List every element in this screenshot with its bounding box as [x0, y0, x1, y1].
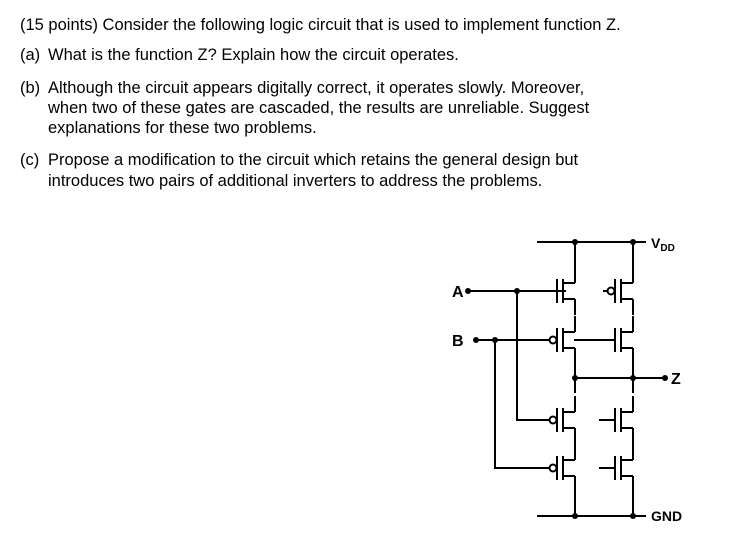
left-pmos-a: [541, 267, 576, 315]
gnd-left-dot: [572, 513, 578, 519]
input-a-label: A: [452, 284, 464, 301]
out-left-dot: [572, 375, 578, 381]
left-nmos-a: [545, 396, 576, 444]
right-nmos-b: [599, 444, 634, 492]
a-junction-dot: [514, 288, 520, 294]
part-c-label: (c): [20, 151, 40, 169]
gnd-label: GND: [651, 508, 682, 524]
part-a-label: (a): [20, 46, 41, 64]
b-junction-dot: [492, 337, 498, 343]
output-dot: [662, 375, 668, 381]
gnd-right-dot: [630, 513, 636, 519]
vdd-label: VDD: [651, 235, 675, 254]
right-nmos-a: [599, 396, 634, 444]
left-nmos-b: [545, 444, 576, 492]
b-input-dot: [473, 337, 479, 343]
part-b-line-1: Although the circuit appears digitally c…: [48, 79, 585, 97]
part-c-line-2: introduces two pairs of additional inver…: [48, 172, 543, 190]
part-c: (c) Propose a modification to the circuit…: [20, 149, 578, 171]
input-b-label: B: [452, 333, 464, 350]
part-b-line-3: explanations for these two problems.: [48, 119, 317, 137]
a-input-dot: [465, 288, 471, 294]
part-c-line-1: Propose a modification to the circuit wh…: [48, 151, 579, 169]
part-b-label: (b): [20, 79, 41, 97]
vdd-main: V: [651, 235, 661, 251]
part-a-text: What is the function Z? Explain how the …: [48, 46, 459, 64]
right-pmos-a: [603, 267, 634, 315]
out-right-dot: [630, 375, 636, 381]
vdd-right-dot: [630, 239, 636, 245]
right-pmos-b: [599, 316, 634, 364]
problem-header: (15 points) Consider the following logic…: [20, 16, 621, 34]
part-b: (b) Although the circuit appears digitall…: [20, 77, 584, 99]
vdd-left-dot: [572, 239, 578, 245]
part-a: (a) What is the function Z? Explain how t…: [20, 44, 459, 66]
vdd-sub: DD: [660, 243, 674, 254]
part-b-line-2: when two of these gates are cascaded, th…: [48, 99, 590, 117]
left-pmos-b: [545, 316, 576, 364]
output-z-label: Z: [671, 371, 681, 388]
